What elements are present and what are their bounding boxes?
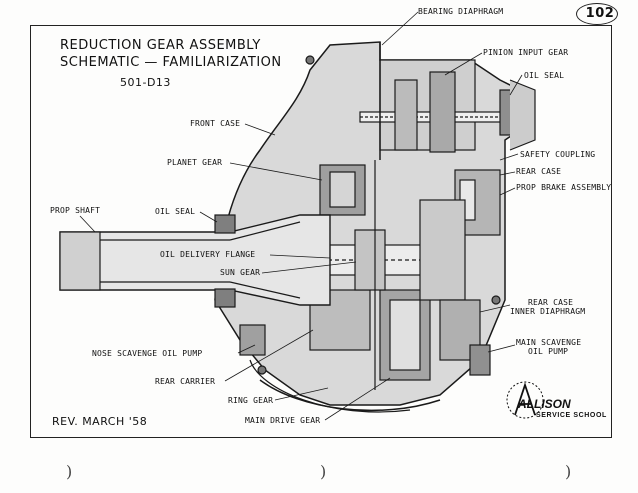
label-rear-case: REAR CASE: [516, 167, 562, 176]
model-code: 501-D13: [120, 76, 171, 89]
label-rear-case-inner-2: INNER DIAPHRAGM: [510, 307, 586, 316]
logo-name: ALLISON: [518, 397, 571, 411]
main-drive-gear: [419, 199, 466, 301]
label-main-drive-gear: MAIN DRIVE GEAR: [245, 416, 321, 425]
binder-mark-left: ): [66, 462, 73, 481]
page-number-circle: [576, 3, 618, 25]
label-rear-case-inner-1: REAR CASE: [528, 298, 574, 307]
oil-seal-left: [214, 214, 236, 234]
label-prop-brake-assembly: PROP BRAKE ASSEMBLY: [516, 183, 612, 192]
label-sun-gear: SUN GEAR: [220, 268, 261, 277]
title-line-2: SCHEMATIC — FAMILIARIZATION: [60, 55, 282, 70]
label-nose-scavenge-oil-pump: NOSE SCAVENGE OIL PUMP: [92, 349, 203, 358]
main-scavenge-pump: [469, 344, 491, 376]
binder-mark-right: ): [565, 462, 572, 481]
label-safety-coupling: SAFETY COUPLING: [520, 150, 596, 159]
allison-logo-emblem: [506, 381, 544, 419]
label-rear-carrier: REAR CARRIER: [155, 377, 216, 386]
revision-date: REV. MARCH '58: [52, 415, 148, 428]
label-oil-seal-top: OIL SEAL: [524, 71, 565, 80]
label-bearing-diaphragm: BEARING DIAPHRAGM: [418, 7, 504, 16]
label-main-scavenge-2: OIL PUMP: [528, 347, 569, 356]
nose-scavenge-pump: [239, 324, 266, 356]
binder-mark-center: ): [320, 462, 327, 481]
label-ring-gear: RING GEAR: [228, 396, 274, 405]
label-pinion-input-gear: PINION INPUT GEAR: [483, 48, 569, 57]
page-number: 102: [585, 6, 615, 21]
title-line-1: REDUCTION GEAR ASSEMBLY: [60, 38, 261, 53]
label-prop-shaft: PROP SHAFT: [50, 206, 101, 215]
drawing-frame: [30, 25, 612, 438]
label-oil-seal-left: OIL SEAL: [155, 207, 196, 216]
pinion-housing: [379, 59, 476, 151]
logo-subtitle: SERVICE SCHOOL: [536, 412, 607, 419]
label-main-scavenge-1: MAIN SCAVENGE: [516, 338, 582, 347]
label-planet-gear: PLANET GEAR: [167, 158, 223, 167]
label-oil-delivery-flange: OIL DELIVERY FLANGE: [160, 250, 256, 259]
label-front-case: FRONT CASE: [190, 119, 241, 128]
